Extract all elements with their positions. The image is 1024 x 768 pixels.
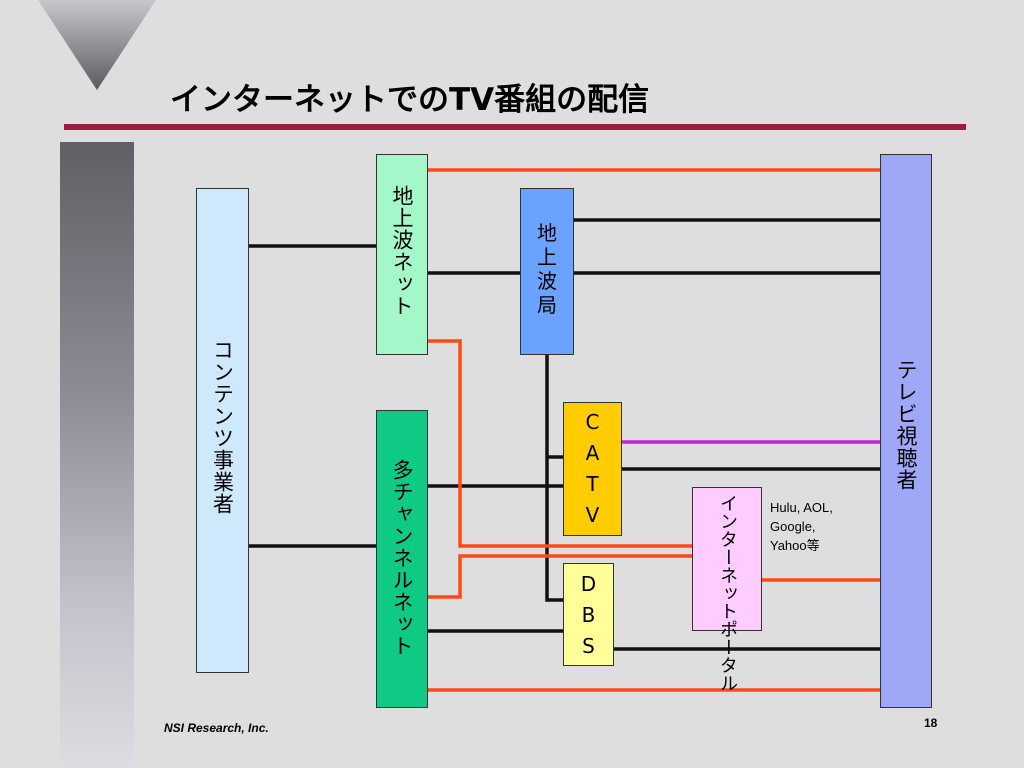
portal-example-1: Hulu, AOL, [770,500,833,515]
box-terrestrial-station: 地 上 波 局 [520,188,574,355]
box-multichannel-network: 多チャンネルネット [376,410,428,708]
label-terrestrial-network: 地上波ネット [390,185,414,317]
title-underline [64,124,966,130]
footer-company: NSI Research, Inc. [164,721,269,735]
label-catv-2: A [585,441,600,465]
box-internet-portal: インターネットポータル [692,487,762,692]
label-multichannel-network: 多チャンネルネット [390,459,414,657]
label-catv-4: V [585,503,600,527]
label-dbs-1: D [580,572,597,596]
label-catv-3: T [586,472,599,496]
label-tv-viewers: テレビ視聴者 [894,359,918,491]
box-dbs: D B S [563,563,614,666]
box-content-provider: コンテンツ事業者 [196,188,249,673]
label-dbs-3: S [582,634,595,658]
label-catv-1: C [585,410,600,434]
box-catv: C A T V [563,402,622,536]
portal-example-3: Yahoo等 [770,538,820,553]
label-internet-portal: インターネットポータル [717,494,738,692]
line-station-to-dbs [545,355,563,602]
page-number: 18 [924,716,938,730]
portal-examples-note: Hulu, AOL, Google, Yahoo等 [770,498,833,555]
box-tv-viewers: テレビ視聴者 [880,154,932,708]
label-terrestrial-station-1: 地 [537,221,557,245]
label-content-provider: コンテンツ事業者 [210,339,235,515]
label-dbs-2: B [581,603,596,627]
box-terrestrial-network: 地上波ネット [376,154,428,355]
label-terrestrial-station-2: 上 [537,245,557,269]
label-terrestrial-station-4: 局 [537,293,557,317]
line-terrestrial-to-portal [428,339,692,548]
portal-example-2: Google, [770,519,816,534]
corner-triangle-decoration [38,0,156,90]
slide-title: インターネットでのTV番組の配信 [170,82,650,118]
line-multichannel-to-portal [428,554,692,599]
side-gradient-bar [60,142,134,768]
label-terrestrial-station-3: 波 [537,269,557,293]
